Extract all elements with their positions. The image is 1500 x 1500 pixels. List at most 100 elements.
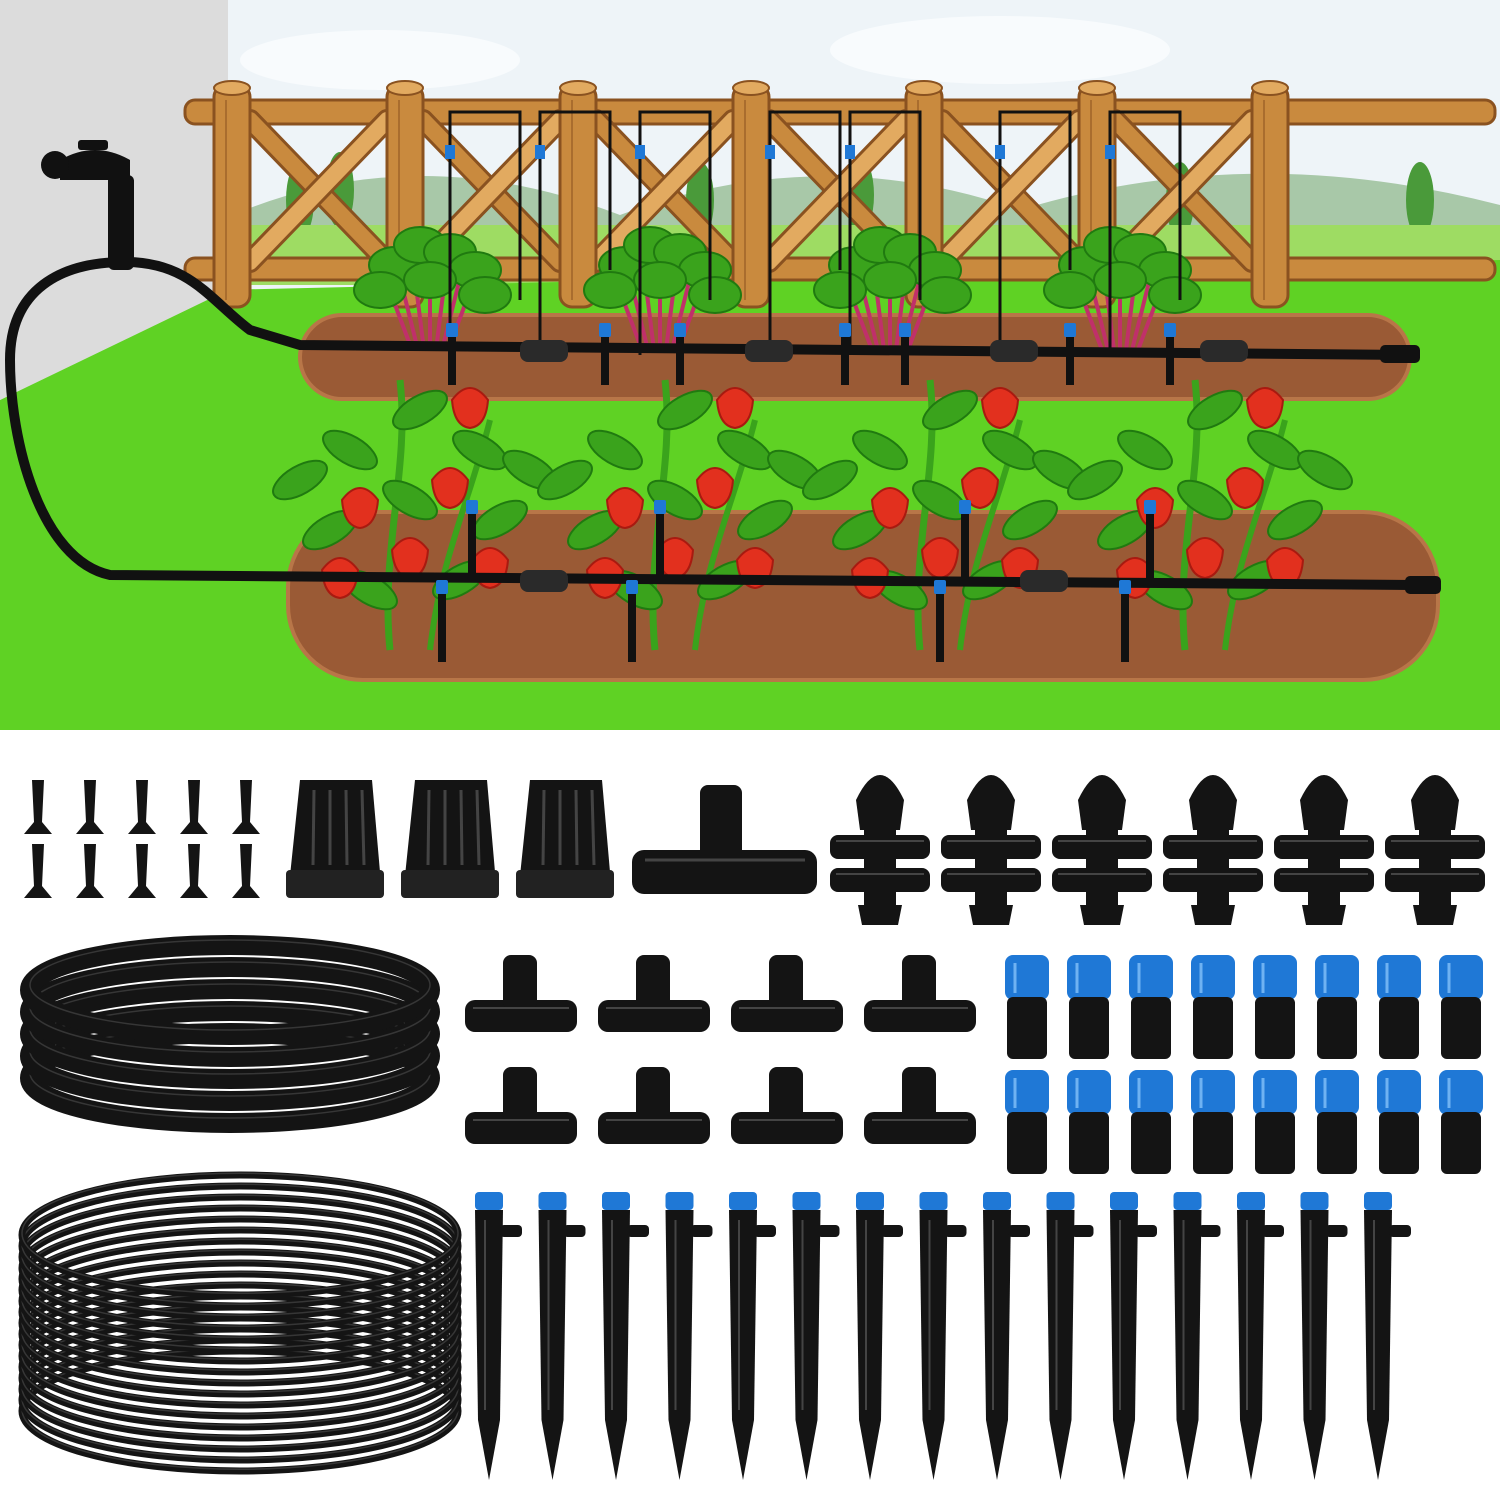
stake-side-port [1135, 1225, 1157, 1237]
connector-arm [1274, 868, 1374, 892]
stake-side-port [881, 1225, 903, 1237]
tee-branch [636, 1067, 670, 1122]
stake-spike [729, 1210, 757, 1480]
hose [4, 257, 1420, 590]
four-way-fitting [520, 570, 568, 592]
faucet-wheel [41, 151, 69, 179]
connector-bottom-nut [1302, 905, 1346, 925]
coupling-body [1255, 997, 1295, 1059]
fence-brace [934, 112, 1087, 270]
red-pepper [390, 537, 430, 580]
coupling-body [1317, 1112, 1357, 1174]
end-plug [232, 780, 260, 834]
stake-blue-head [856, 1192, 884, 1210]
stake-blue-head [983, 1192, 1011, 1210]
tee-branch [902, 955, 936, 1010]
chard-leaf [633, 261, 687, 299]
emitter-stake [936, 592, 944, 662]
end-plug [24, 844, 52, 898]
coupling-blue-cap [1315, 1070, 1359, 1115]
stake-blue-head [729, 1192, 757, 1210]
chard-leaf [863, 261, 917, 299]
red-pepper [605, 487, 645, 530]
stake-spike [538, 1210, 567, 1480]
stake-side-port [563, 1225, 586, 1237]
emitter-stake [448, 335, 456, 385]
coupling-blue-cap [1377, 1070, 1421, 1115]
red-pepper [980, 387, 1020, 430]
fence-post [731, 83, 771, 309]
pepper-leaf [802, 459, 858, 501]
coupling-blue-cap [1191, 955, 1235, 1000]
stake-spike [1300, 1210, 1329, 1480]
stake-spike [475, 1210, 503, 1480]
connector-arm [1385, 868, 1485, 892]
connector-arm [941, 835, 1041, 859]
chard-leaf [583, 271, 637, 309]
stake-spike [792, 1210, 821, 1480]
tee-branch [503, 1067, 537, 1122]
faucet-spout [60, 150, 130, 180]
cloud [830, 16, 1170, 84]
pepper-leaf [1177, 479, 1233, 521]
red-pepper [715, 387, 755, 430]
emitter-stake [1066, 335, 1074, 385]
coupling-blue-cap [1439, 955, 1483, 1000]
red-pepper [870, 487, 910, 530]
coupling-blue-cap [1315, 955, 1359, 1000]
pepper-leaf [272, 459, 328, 501]
fence-post-top [1251, 80, 1289, 96]
pepper-leaf [392, 389, 448, 431]
end-cap-grip [541, 789, 546, 866]
stake-blue-head [1300, 1192, 1329, 1210]
stake-blue-head [1110, 1192, 1138, 1210]
fence-post-top [732, 80, 770, 96]
end-plugs [24, 780, 260, 898]
stake-blue-head [1364, 1192, 1392, 1210]
stake-spike [1046, 1210, 1075, 1480]
tube-loop [20, 957, 440, 1067]
coupling-body [1441, 997, 1481, 1059]
end-plug [128, 844, 156, 898]
tee-branch [700, 785, 742, 865]
end-plug [180, 780, 208, 834]
pepper-leaf [1067, 459, 1123, 501]
coupling-blue-cap [1129, 955, 1173, 1000]
fence-mister [535, 145, 545, 159]
faucet-pipe [108, 175, 134, 270]
fence-mister [1105, 145, 1115, 159]
end-cap-grip [344, 789, 349, 866]
emitter-stake [601, 335, 609, 385]
stake-blue-head [665, 1192, 694, 1210]
end-cap-grip [590, 789, 596, 866]
four-way-fitting [745, 340, 793, 362]
stake-emitters [475, 1192, 1411, 1480]
red-pepper [1185, 537, 1225, 580]
red-pepper [340, 487, 380, 530]
end-cap-rim [286, 870, 384, 898]
coupling-body [1007, 997, 1047, 1059]
coupling-body [1379, 997, 1419, 1059]
garden-scene [0, 0, 1500, 730]
tee-branch [503, 955, 537, 1010]
stake-spike [602, 1210, 630, 1480]
four-way-fitting [990, 340, 1038, 362]
connector-bottom-nut [969, 905, 1013, 925]
connector-arm [1052, 868, 1152, 892]
stake-side-port [754, 1225, 776, 1237]
coupling-body [1069, 997, 1109, 1059]
faucet-icon [41, 140, 134, 270]
stake-side-port [627, 1225, 649, 1237]
chard-leaf [1043, 271, 1097, 309]
pepper-leaf [852, 429, 908, 471]
drip-line [538, 110, 612, 355]
faucet-handle [78, 140, 108, 150]
red-pepper [430, 467, 470, 510]
stake-spike [983, 1210, 1011, 1480]
fence-mister [845, 145, 855, 159]
chard-leaf [403, 261, 457, 299]
pepper-leaf [737, 499, 793, 541]
end-cap-grip [426, 789, 431, 866]
four-way-fitting [520, 340, 568, 362]
